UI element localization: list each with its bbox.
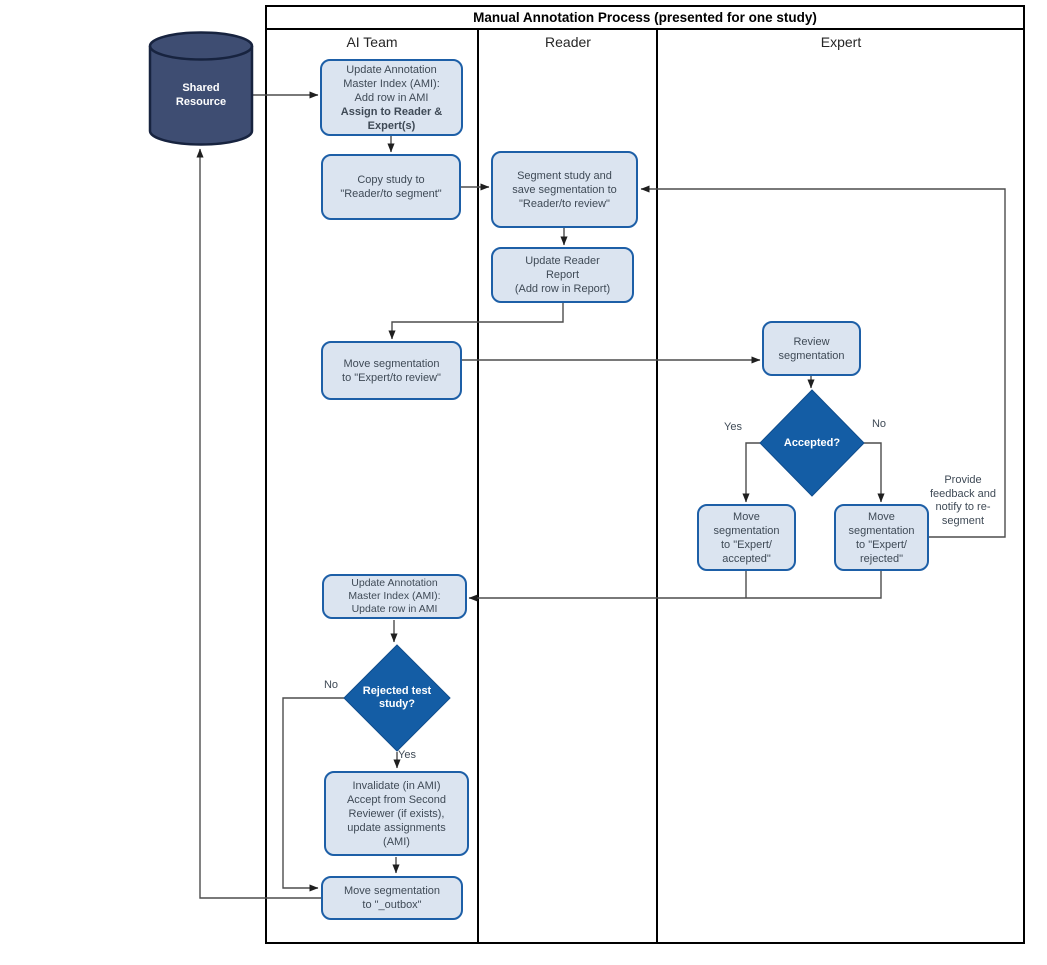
node-move-expert-accepted: Move segmentation to "Expert/ accepted": [697, 504, 796, 571]
edge-rejected-no-loop: [282, 697, 344, 892]
node-invalidate: Invalidate (in AMI) Accept from Second R…: [324, 771, 469, 856]
node-update-ami-add-bold-text: Assign to Reader & Expert(s): [340, 105, 443, 132]
node-segment-study: Segment study and save segmentation to "…: [491, 151, 638, 228]
label-accepted-no: No: [871, 418, 887, 430]
node-update-ami-add-text: Update Annotation Master Index (AMI): Ad…: [343, 63, 440, 104]
lane-header-ai-team: AI Team: [346, 34, 398, 50]
decision-accepted-label: Accepted?: [783, 436, 841, 449]
decision-rejected-test-shape: [343, 644, 451, 752]
edge-outbox-to-shared: [196, 148, 321, 899]
label-rejected-yes: Yes: [398, 749, 416, 761]
decision-rejected-test-label: Rejected test study?: [362, 685, 432, 710]
label-feedback-note: Provide feedback and notify to re- segme…: [929, 474, 997, 527]
node-copy-study: Copy study to "Reader/to segment": [321, 154, 461, 220]
edge-feedback-loop: [640, 185, 1006, 538]
swimlane-frame: [265, 5, 1025, 944]
lane-header-expert: Expert: [820, 34, 862, 50]
label-accepted-yes: Yes: [724, 421, 742, 433]
label-rejected-no: No: [323, 679, 339, 691]
cylinder-shape: [148, 31, 254, 146]
edge-readerreport-to-moveexpertreview: [388, 303, 564, 340]
edge-merge-to-updateamirow: [468, 571, 882, 602]
node-update-ami-add: Update Annotation Master Index (AMI): Ad…: [320, 59, 463, 136]
node-review-segmentation: Review segmentation: [762, 321, 861, 376]
edge-accepted-no: [864, 442, 885, 503]
edge-accepted-yes: [742, 442, 760, 503]
diagram-title: Manual Annotation Process (presented for…: [473, 10, 817, 25]
node-move-expert-rejected: Move segmentation to "Expert/ rejected": [834, 504, 929, 571]
lane-header-reader: Reader: [545, 34, 591, 50]
node-move-expert-to-review: Move segmentation to "Expert/to review": [321, 341, 462, 400]
decision-accepted-shape: [759, 389, 865, 497]
shared-resource-label: Shared Resource: [175, 82, 227, 108]
node-update-reader-report: Update Reader Report (Add row in Report): [491, 247, 634, 303]
node-move-outbox: Move segmentation to "_outbox": [321, 876, 463, 920]
node-update-ami-row: Update Annotation Master Index (AMI): Up…: [322, 574, 467, 619]
